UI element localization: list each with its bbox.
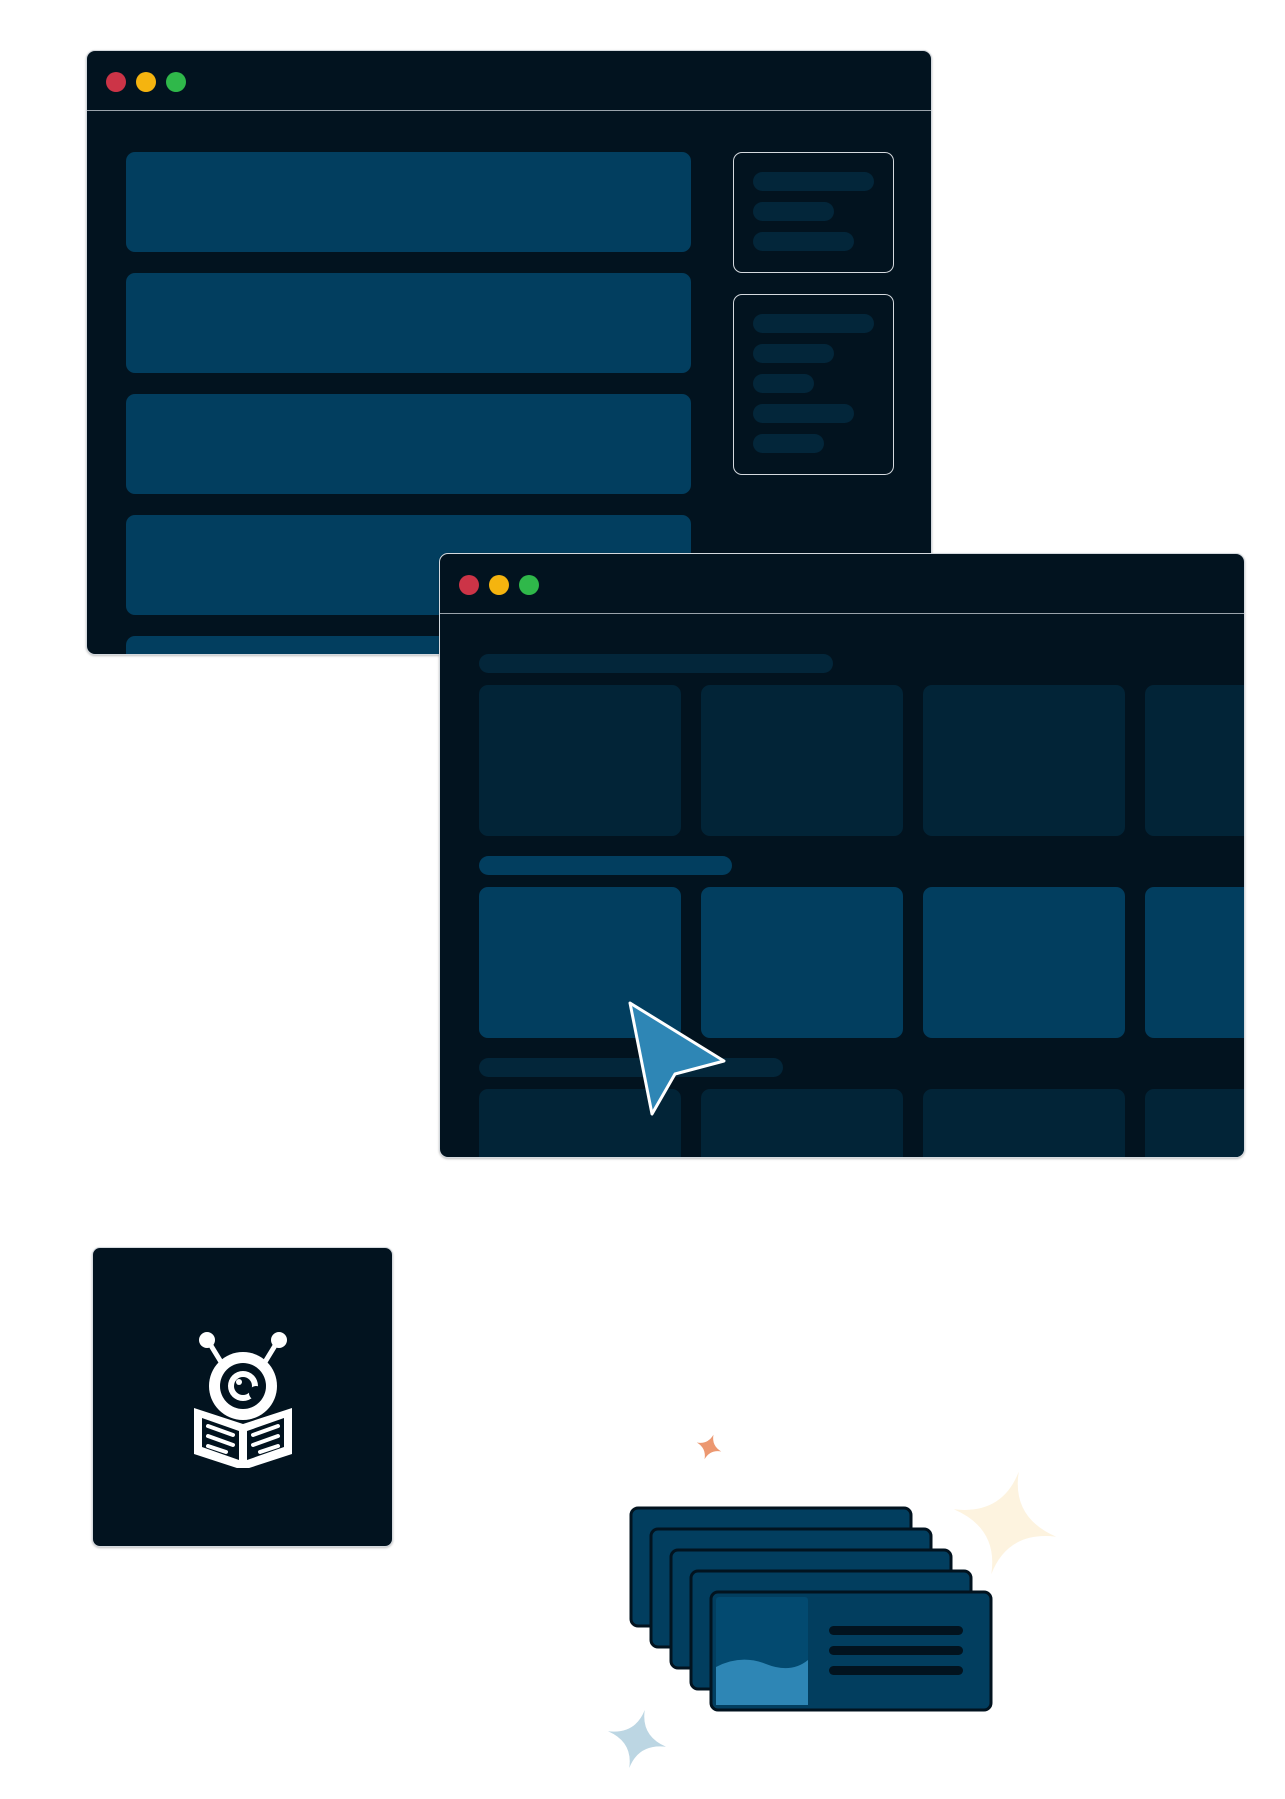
section-heading-placeholder <box>479 654 833 673</box>
app-icon-tile[interactable] <box>92 1247 393 1547</box>
browser-window-list <box>86 50 932 655</box>
sparkle-orange-icon <box>696 1434 722 1460</box>
grid-card[interactable] <box>1145 887 1244 1038</box>
list-item[interactable] <box>126 273 691 373</box>
placeholder-line <box>753 374 814 393</box>
stacked-cards-icon <box>629 1506 993 1712</box>
placeholder-line <box>753 202 834 221</box>
stack-card-front <box>709 1590 993 1712</box>
red-dot-icon[interactable] <box>106 72 126 92</box>
grid-card[interactable] <box>479 1089 681 1157</box>
sparkle-cream-icon <box>953 1471 1057 1575</box>
grid-card[interactable] <box>923 887 1125 1038</box>
grid-card[interactable] <box>701 685 903 836</box>
list-item[interactable] <box>126 152 691 252</box>
sparkle-light-blue-icon <box>608 1710 666 1768</box>
browser-window-grid <box>439 553 1245 1158</box>
side-panel-summary <box>733 152 894 273</box>
grid-card[interactable] <box>479 685 681 836</box>
yellow-dot-icon[interactable] <box>136 72 156 92</box>
yellow-dot-icon[interactable] <box>489 575 509 595</box>
red-dot-icon[interactable] <box>459 575 479 595</box>
placeholder-line <box>753 232 854 251</box>
grid-card[interactable] <box>923 685 1125 836</box>
grid-card[interactable] <box>701 887 903 1038</box>
side-panel-details <box>733 294 894 475</box>
placeholder-line <box>753 404 854 423</box>
green-dot-icon[interactable] <box>519 575 539 595</box>
window-titlebar <box>440 554 1244 614</box>
placeholder-line <box>753 172 874 191</box>
cursor-arrow-icon <box>628 1001 726 1116</box>
placeholder-line <box>753 314 874 333</box>
list-item[interactable] <box>126 394 691 494</box>
robot-reading-newspaper-icon <box>194 1332 292 1468</box>
placeholder-line <box>753 434 824 453</box>
green-dot-icon[interactable] <box>166 72 186 92</box>
grid-card[interactable] <box>701 1089 903 1157</box>
section-heading-placeholder <box>479 856 732 875</box>
window-titlebar <box>87 51 931 111</box>
grid-card[interactable] <box>1145 685 1244 836</box>
grid-card[interactable] <box>1145 1089 1244 1157</box>
placeholder-line <box>753 344 834 363</box>
grid-card[interactable] <box>923 1089 1125 1157</box>
